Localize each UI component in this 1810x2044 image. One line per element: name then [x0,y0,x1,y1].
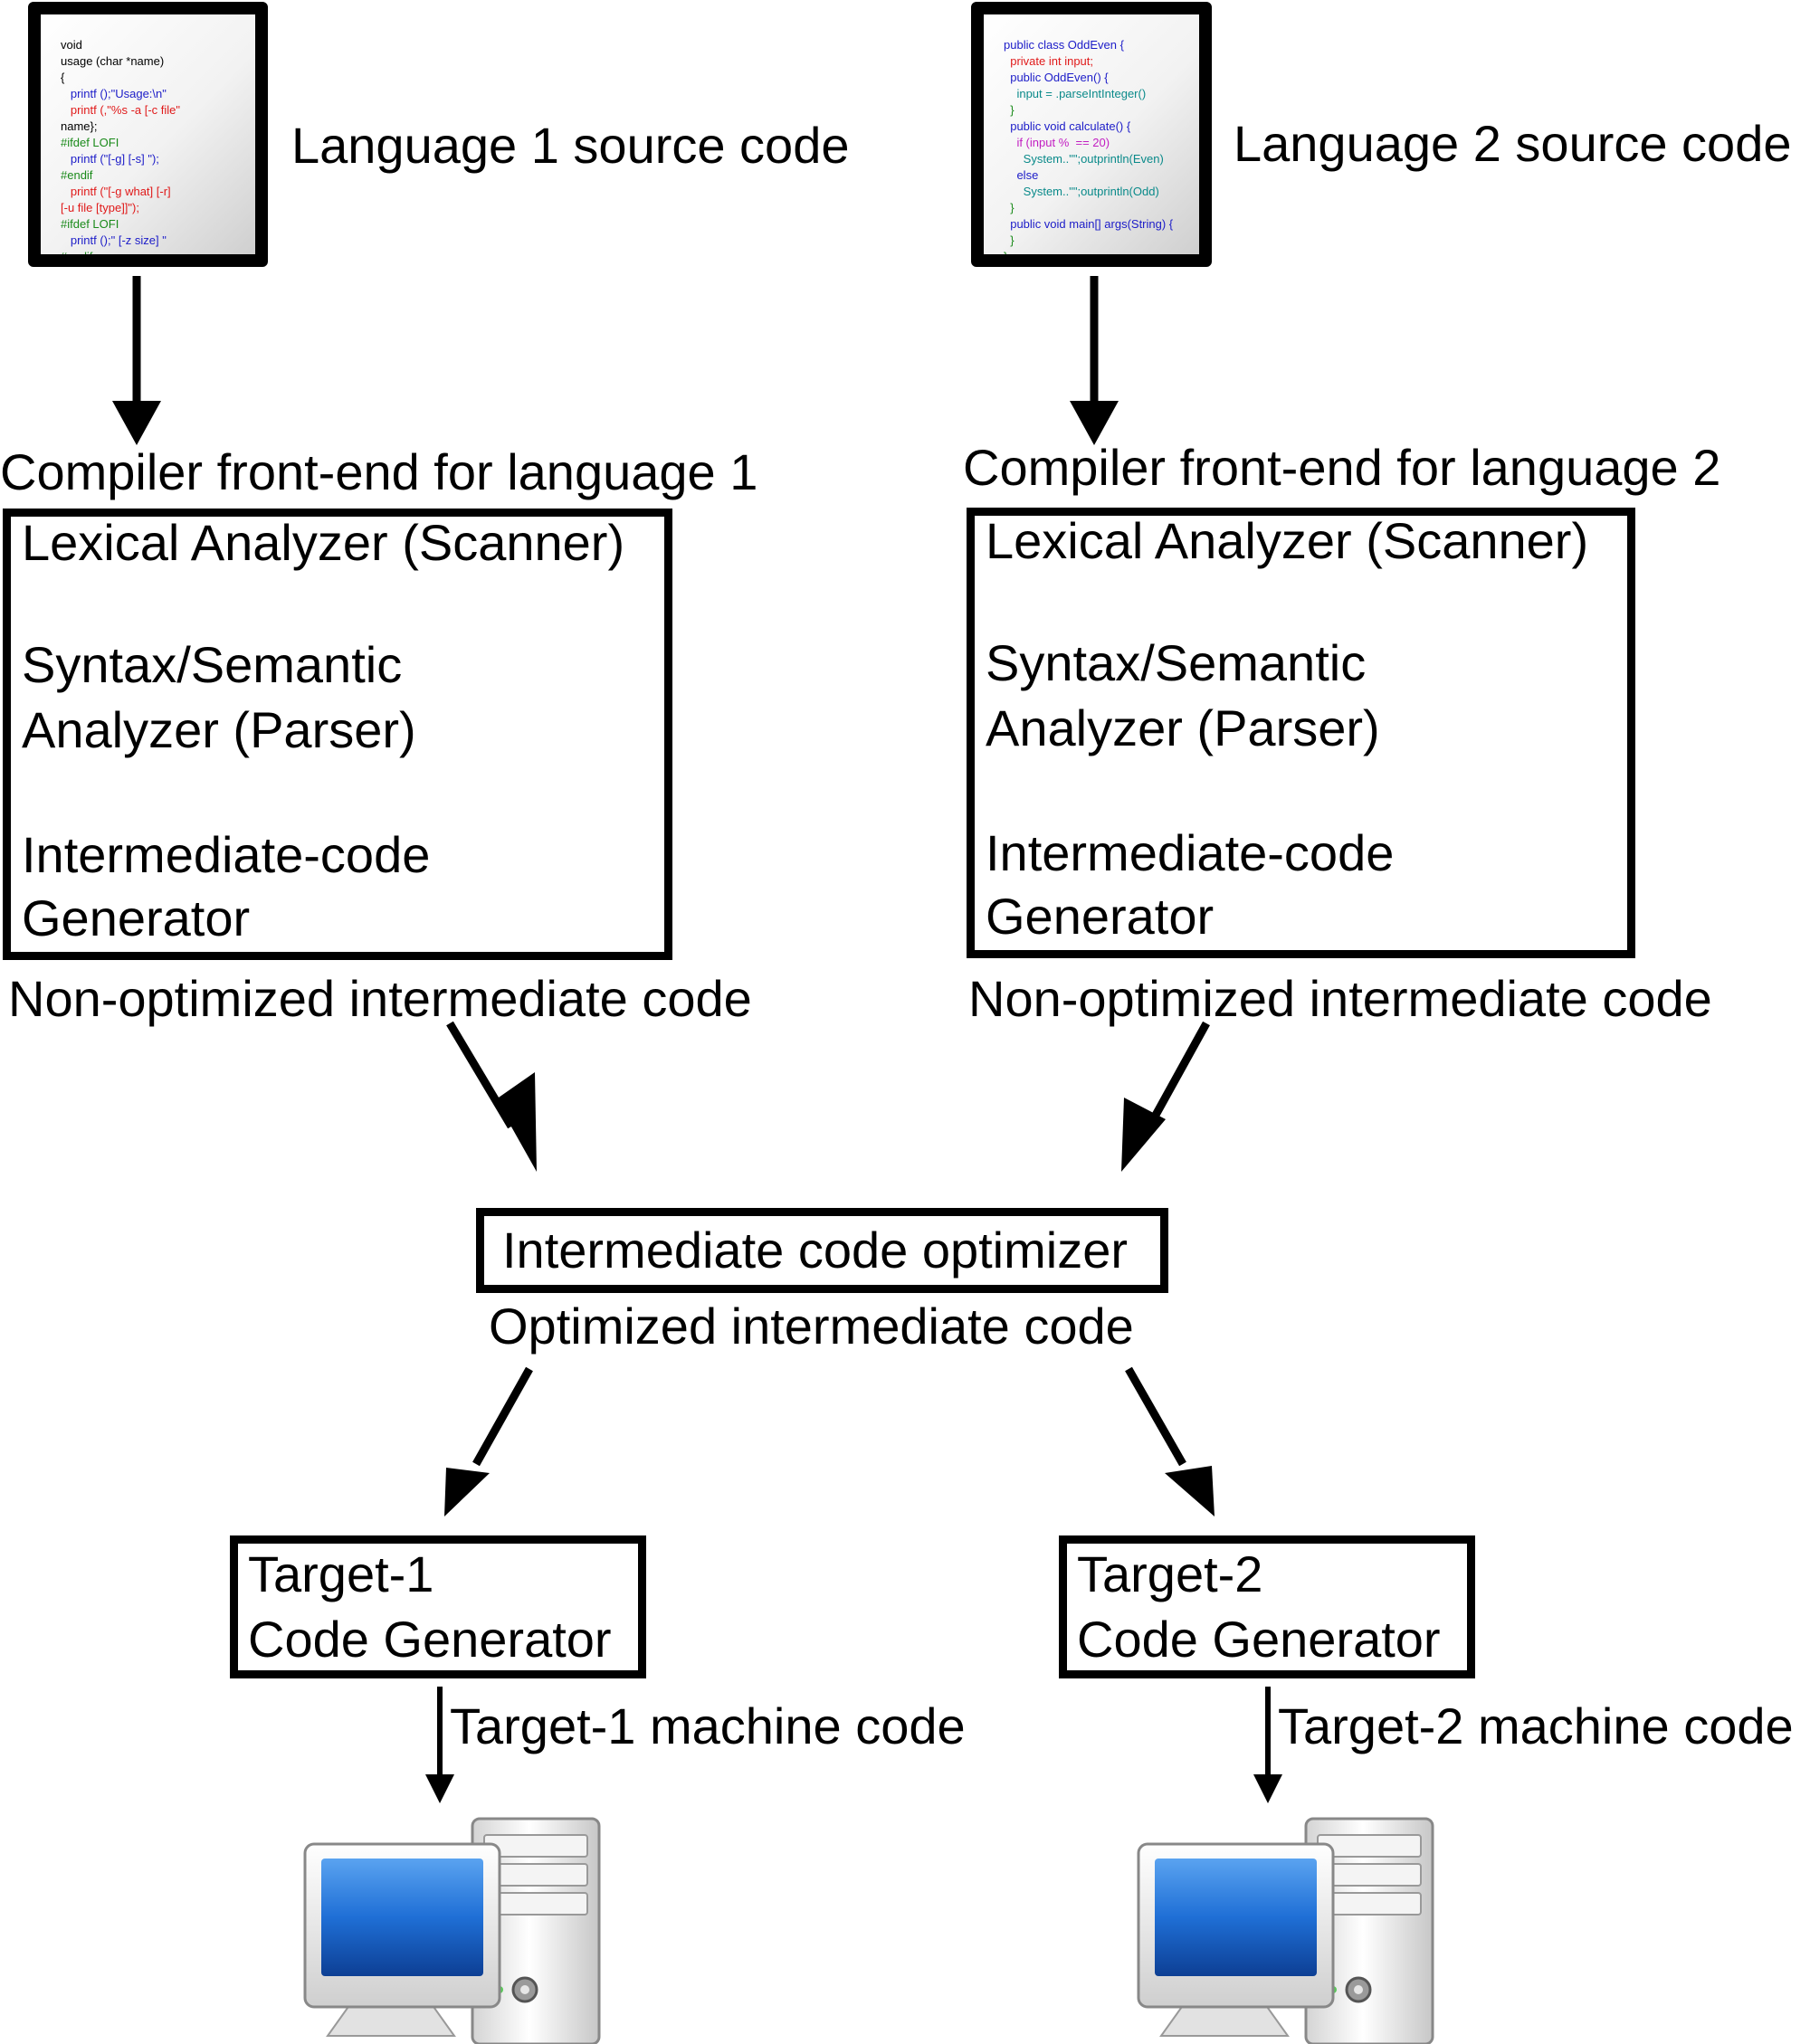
frontend1-box [3,509,672,960]
computer-monitor [303,1842,501,2037]
target1-codegen-box [230,1535,646,1678]
target2-output-label: Target-2 machine code [1278,1697,1794,1754]
frontend2-icg-line2: Generator [986,888,1215,945]
frontend1-scanner: Lexical Analyzer (Scanner) [22,514,625,571]
arrow-optimizer-to-target2 [1125,1366,1215,1516]
target1-output-label: Target-1 machine code [450,1697,966,1754]
frontend1-icg-line2: Generator [22,889,251,946]
frontend1-parser-line2: Analyzer (Parser) [22,701,416,758]
target1-codegen-line2: Code Generator [248,1611,612,1668]
frontend2-box [967,508,1635,958]
desktop-computer-icon [1137,1817,1434,2044]
frontend2-parser-line2: Analyzer (Parser) [986,699,1380,756]
source-code-document-icon: void usage (char *name) { printf ();"Usa… [28,2,268,267]
optimizer-box [476,1208,1168,1293]
arrow-optimizer-to-target1 [444,1366,533,1516]
lang2-source-label: Language 2 source code [1234,115,1792,172]
optimizer-output-label: Optimized intermediate code [489,1298,1134,1355]
arrow-source2-to-frontend2 [1070,276,1119,445]
target2-codegen-line1: Target-2 [1077,1545,1263,1602]
frontend2-scanner: Lexical Analyzer (Scanner) [986,512,1589,569]
lang1-source-label: Language 1 source code [291,117,850,174]
computer-tower [471,1817,601,2044]
desktop-computer-icon [303,1817,601,2044]
frontend1-parser-line1: Syntax/Semantic [22,636,403,693]
target1-codegen-line1: Target-1 [248,1545,434,1602]
frontend2-icg-line1: Intermediate-code [986,824,1395,881]
computer-monitor [1137,1842,1335,2037]
frontend1-title: Compiler front-end for language 1 [0,443,758,500]
target2-codegen-box [1059,1535,1475,1678]
arrow-source1-to-frontend1 [112,276,161,445]
frontend1-output-label: Non-optimized intermediate code [8,970,752,1027]
optimizer-label: Intermediate code optimizer [502,1222,1129,1279]
arrow-target1-to-machine1 [425,1687,454,1803]
frontend2-parser-line1: Syntax/Semantic [986,634,1367,691]
frontend2-output-label: Non-optimized intermediate code [968,970,1712,1027]
frontend2-title: Compiler front-end for language 2 [963,439,1721,496]
lang2-code-listing: public class OddEven { private int input… [1004,38,1174,263]
target2-codegen-line2: Code Generator [1077,1611,1441,1668]
computer-tower [1304,1817,1434,2044]
arrow-frontend1-to-optimizer [446,1021,537,1172]
arrow-frontend2-to-optimizer [1121,1021,1210,1172]
arrow-target2-to-machine2 [1253,1687,1282,1803]
source-code-document-icon: public class OddEven { private int input… [971,2,1212,267]
frontend1-icg-line1: Intermediate-code [22,826,431,883]
lang1-code-listing: void usage (char *name) { printf ();"Usa… [61,38,181,263]
